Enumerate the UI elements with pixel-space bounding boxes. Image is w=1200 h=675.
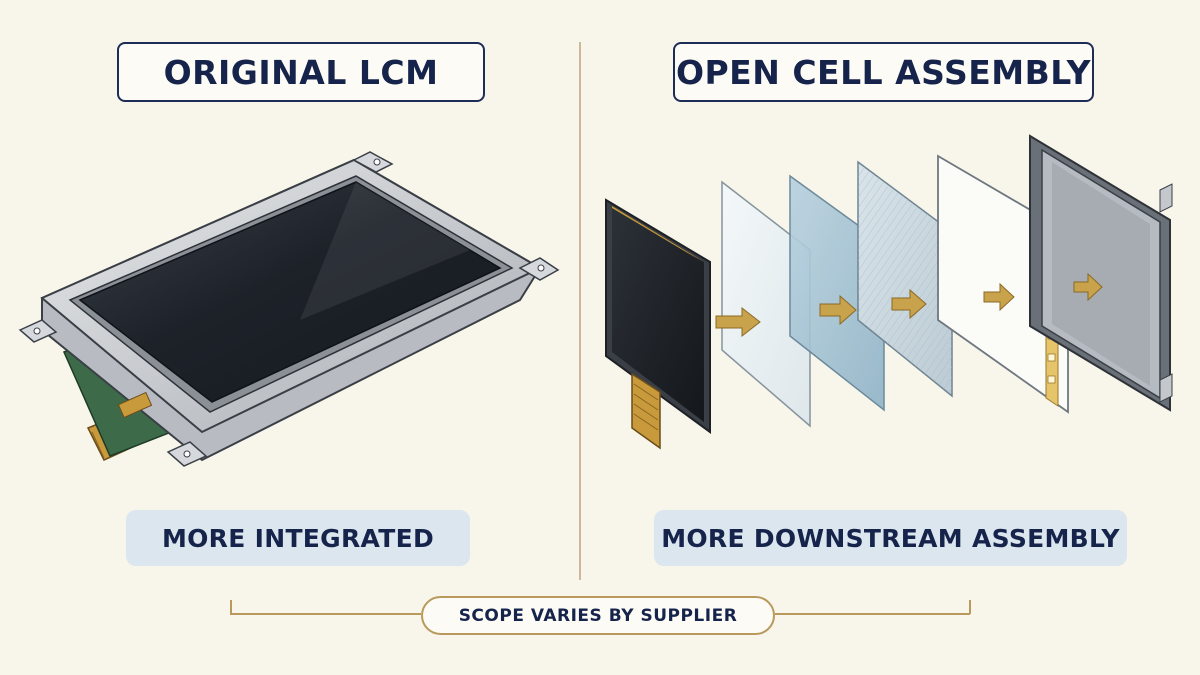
open-cell-layers-illustration — [605, 134, 1173, 450]
more-integrated-text: MORE INTEGRATED — [161, 523, 435, 553]
bracket-left-vertical — [230, 600, 232, 614]
lcm-module-illustration — [18, 151, 560, 467]
bracket-left-horizontal — [230, 613, 421, 615]
more-downstream-assembly-label: MORE DOWNSTREAM ASSEMBLY — [654, 510, 1127, 566]
lcd-panel-illustration — [605, 198, 711, 450]
open-cell-assembly-title: OPEN CELL ASSEMBLY — [673, 42, 1094, 102]
scope-footnote-text: SCOPE VARIES BY SUPPLIER — [458, 605, 738, 626]
scope-footnote: SCOPE VARIES BY SUPPLIER — [421, 596, 775, 635]
more-downstream-assembly-text: MORE DOWNSTREAM ASSEMBLY — [661, 523, 1120, 553]
center-divider — [579, 42, 581, 580]
original-lcm-title: ORIGINAL LCM — [117, 42, 485, 102]
more-integrated-label: MORE INTEGRATED — [126, 510, 470, 566]
original-lcm-title-text: ORIGINAL LCM — [163, 52, 439, 92]
bracket-right-vertical — [969, 600, 971, 614]
bracket-right-horizontal — [775, 613, 970, 615]
arrow-right-icon — [715, 272, 1103, 338]
open-cell-assembly-title-text: OPEN CELL ASSEMBLY — [675, 52, 1092, 92]
